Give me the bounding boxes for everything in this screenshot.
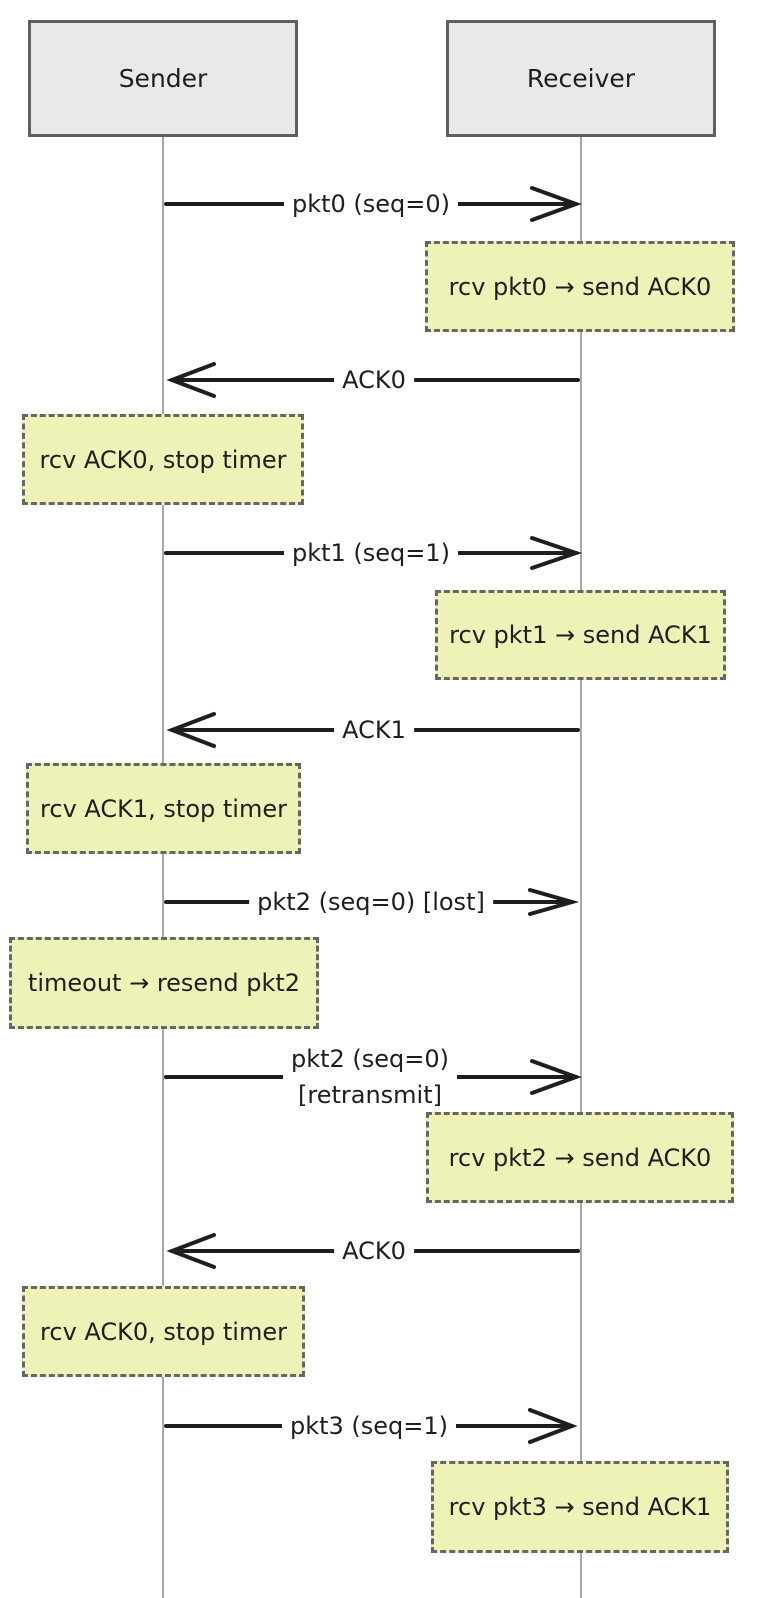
sender-lifeline [162, 137, 164, 1598]
message-label: pkt1 (seq=1) [283, 536, 459, 570]
message-label: ACK1 [334, 713, 414, 747]
actor-sender: Sender [28, 20, 298, 137]
note: rcv pkt1 → send ACK1 [435, 590, 726, 680]
note: rcv ACK0, stop timer [22, 414, 304, 505]
note: rcv pkt0 → send ACK0 [425, 241, 735, 332]
note: rcv pkt2 → send ACK0 [426, 1112, 734, 1203]
message-label: ACK0 [334, 1234, 414, 1268]
note: rcv ACK1, stop timer [26, 763, 301, 854]
receiver-lifeline [580, 137, 582, 1598]
message-label: ACK0 [334, 363, 414, 397]
note: rcv pkt3 → send ACK1 [431, 1461, 729, 1553]
message-label: pkt2 (seq=0) [retransmit] [282, 1041, 458, 1113]
message-label: pkt0 (seq=0) [283, 187, 459, 221]
message-label: pkt3 (seq=1) [281, 1409, 457, 1443]
note: rcv ACK0, stop timer [22, 1286, 305, 1377]
actor-receiver: Receiver [446, 20, 716, 137]
message-label: pkt2 (seq=0) [lost] [249, 885, 493, 919]
note: timeout → resend pkt2 [9, 937, 319, 1029]
